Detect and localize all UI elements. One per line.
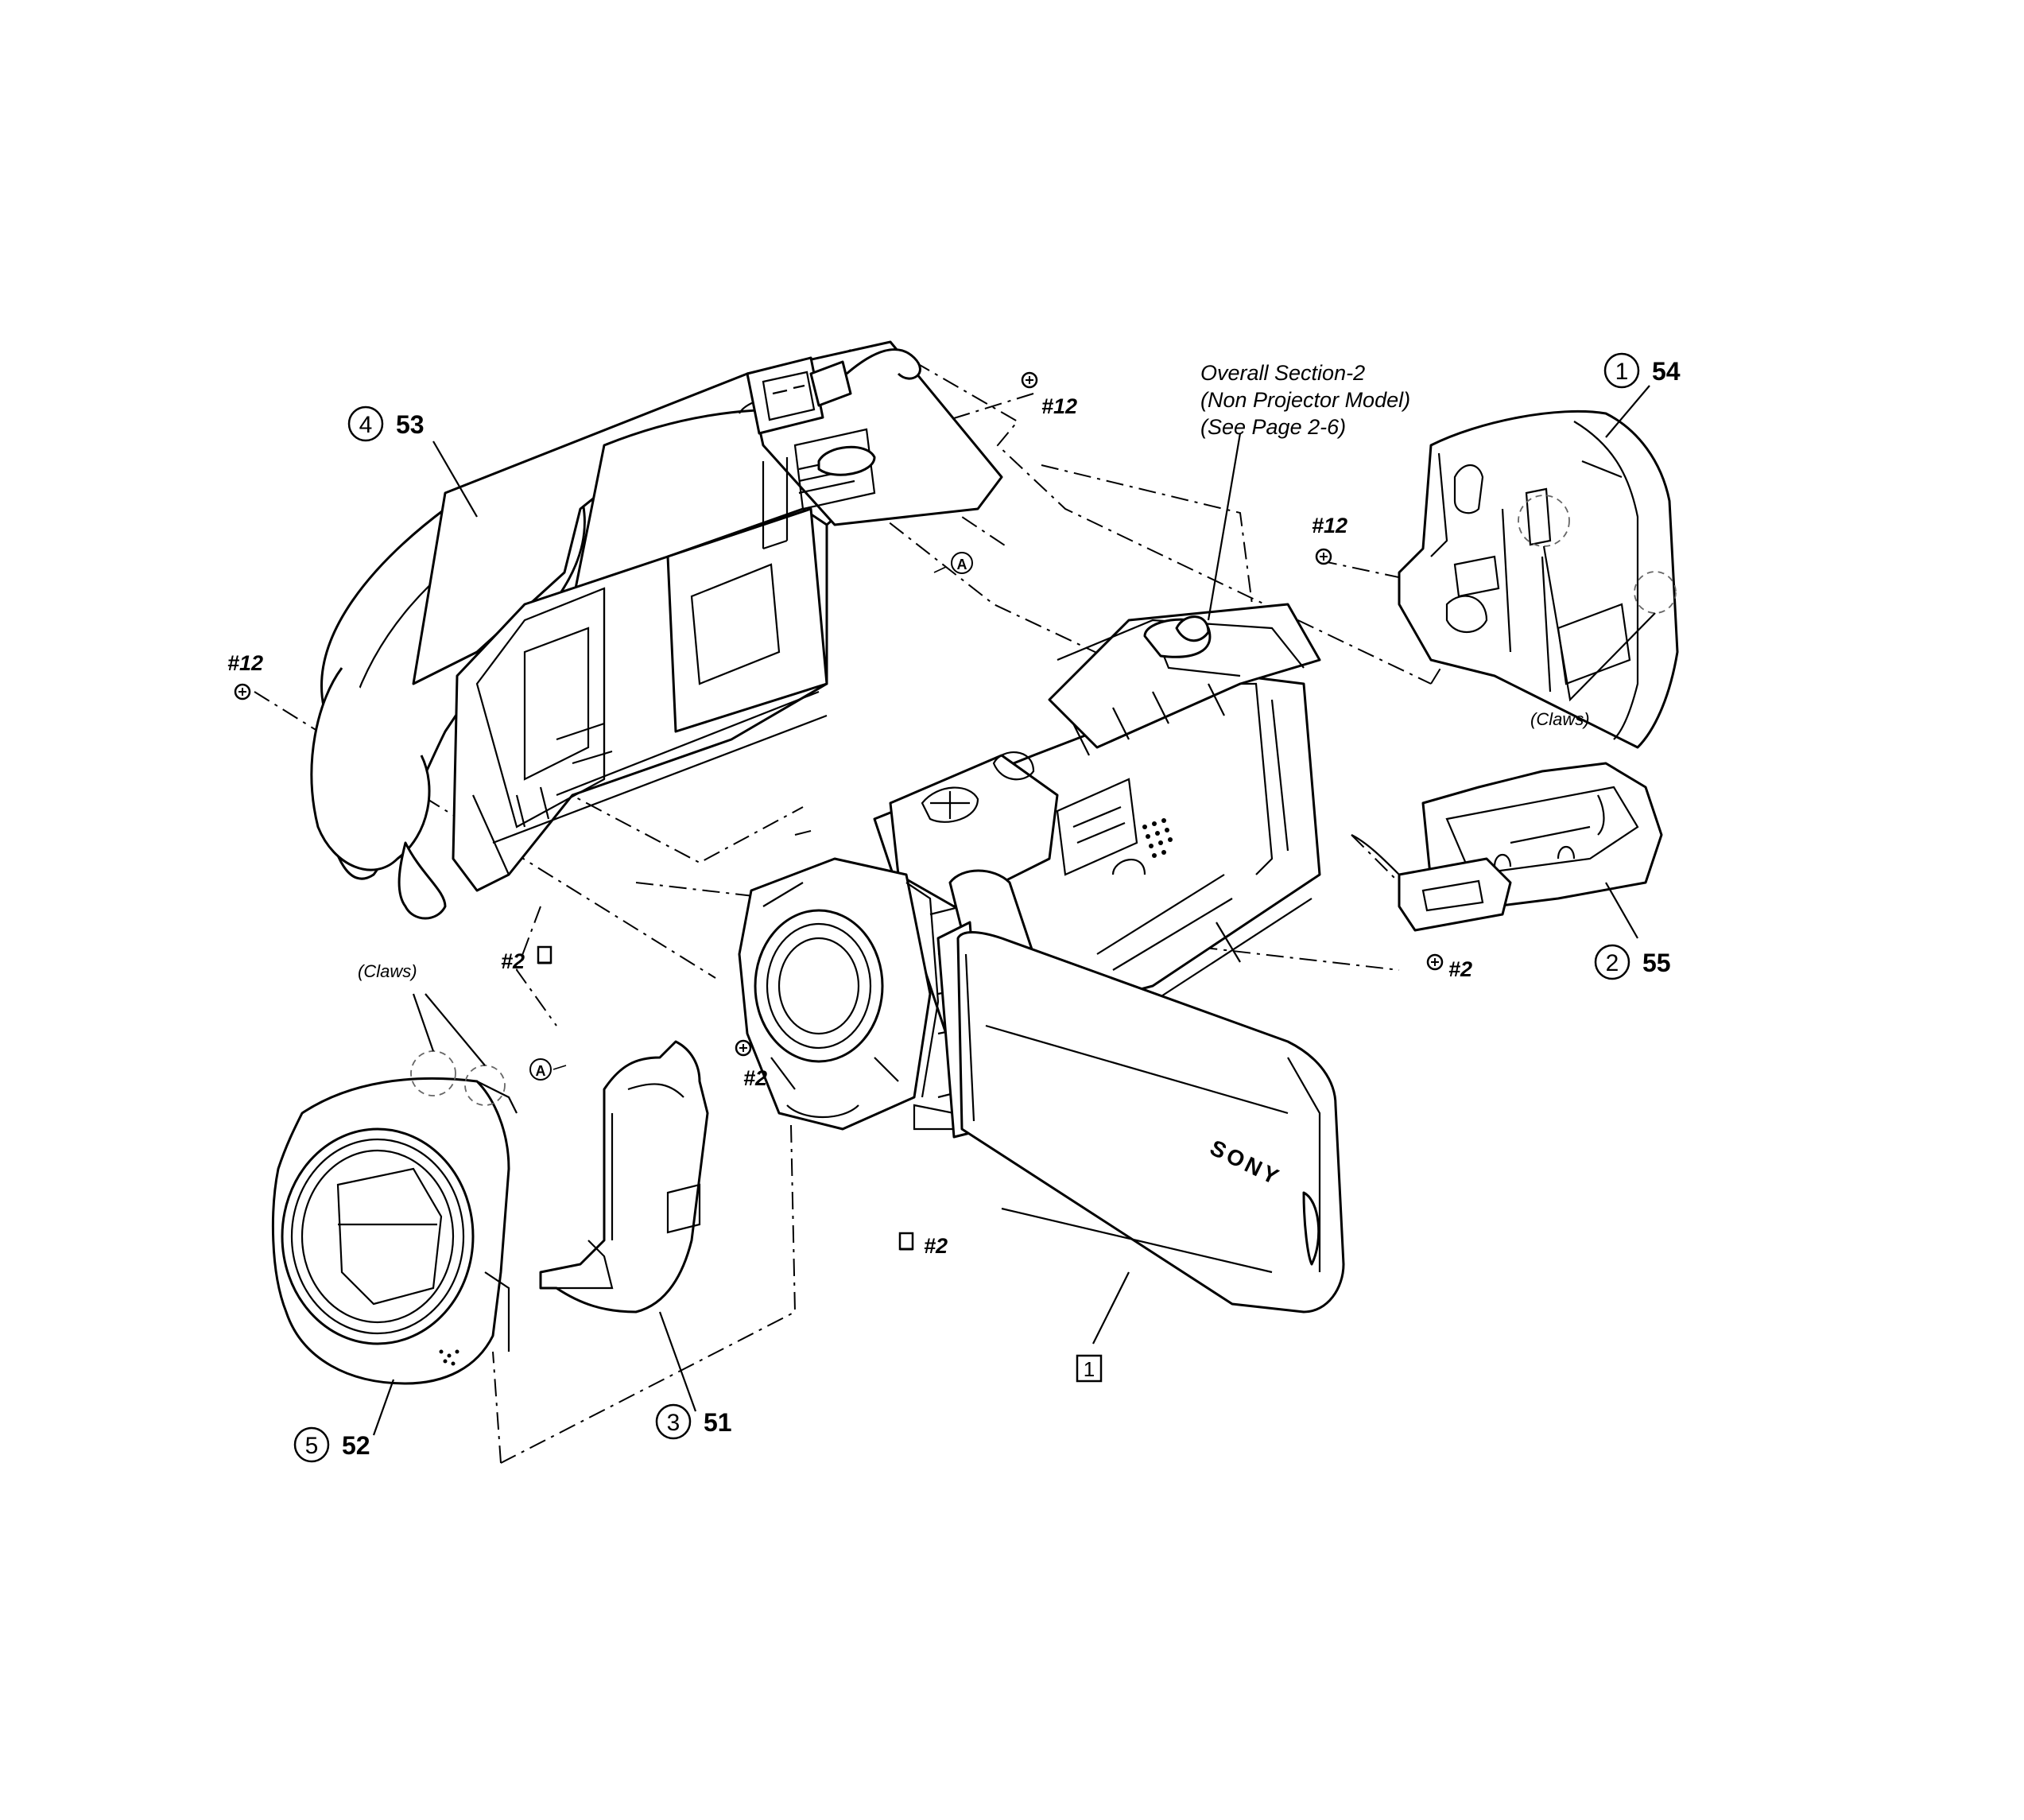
screw-label-12: #12	[227, 651, 263, 675]
callout-ref: 3	[667, 1410, 680, 1436]
ref-a-label: A	[536, 1063, 546, 1079]
part-54-right-cover	[1398, 409, 1679, 749]
callout-part-52: 5 52	[293, 1426, 370, 1463]
claws-label: (Claws)	[1530, 709, 1590, 729]
note-line-1: Overall Section-2	[1200, 361, 1365, 385]
lcd-panel: SONY	[956, 931, 1345, 1314]
callout-lcd-section: 1	[1076, 1354, 1103, 1383]
reference-a-markers: A A	[529, 552, 973, 1081]
screws	[234, 371, 1444, 1251]
screw-icon	[735, 1039, 752, 1057]
screw-icon	[1315, 548, 1332, 565]
part-number: 53	[396, 410, 425, 439]
ring-texture	[439, 1349, 459, 1366]
callout-ref: 5	[305, 1433, 319, 1459]
callout-leaders	[372, 385, 1650, 1436]
part-number: 55	[1642, 949, 1671, 977]
callout-part-54: 1 54	[1603, 352, 1681, 389]
note-line-2: (Non Projector Model)	[1200, 388, 1410, 412]
screw-label-2: #2	[743, 1066, 767, 1090]
callout-part-51: 3 51	[655, 1403, 732, 1440]
claws-label: (Claws)	[358, 961, 417, 981]
screw-icon	[537, 945, 553, 964]
callout-part-55: 2 55	[1594, 944, 1671, 980]
screw-label-12: #12	[1041, 394, 1077, 418]
screw-icon	[234, 683, 251, 700]
part-52-lens-ring	[271, 993, 518, 1385]
part-number: 54	[1652, 357, 1681, 386]
usb-connector	[746, 348, 921, 550]
screw-label-12: #12	[1312, 514, 1347, 537]
screw-icon	[898, 1232, 914, 1251]
callout-part-53: 4 53	[347, 406, 425, 442]
callout-ref: 2	[1606, 950, 1619, 976]
screw-icon	[1021, 371, 1038, 389]
callout-ref: 4	[359, 412, 373, 438]
part-number: 51	[704, 1408, 732, 1437]
section-number: 1	[1084, 1357, 1095, 1381]
screw-label-2: #2	[924, 1234, 948, 1258]
screw-label-2: #2	[501, 949, 525, 973]
speaker-grille	[1142, 818, 1173, 858]
part-55-bottom-cover	[1351, 762, 1663, 932]
screw-icon	[1426, 953, 1444, 971]
ref-a-label: A	[957, 557, 967, 572]
callout-ref: 1	[1615, 359, 1629, 385]
part-51-front-cover	[539, 1040, 709, 1314]
section-reference-note: Overall Section-2 (Non Projector Model) …	[1200, 361, 1410, 439]
screw-label-2: #2	[1448, 957, 1472, 981]
note-line-3: (See Page 2-6)	[1200, 415, 1346, 439]
part-number: 52	[342, 1431, 370, 1460]
